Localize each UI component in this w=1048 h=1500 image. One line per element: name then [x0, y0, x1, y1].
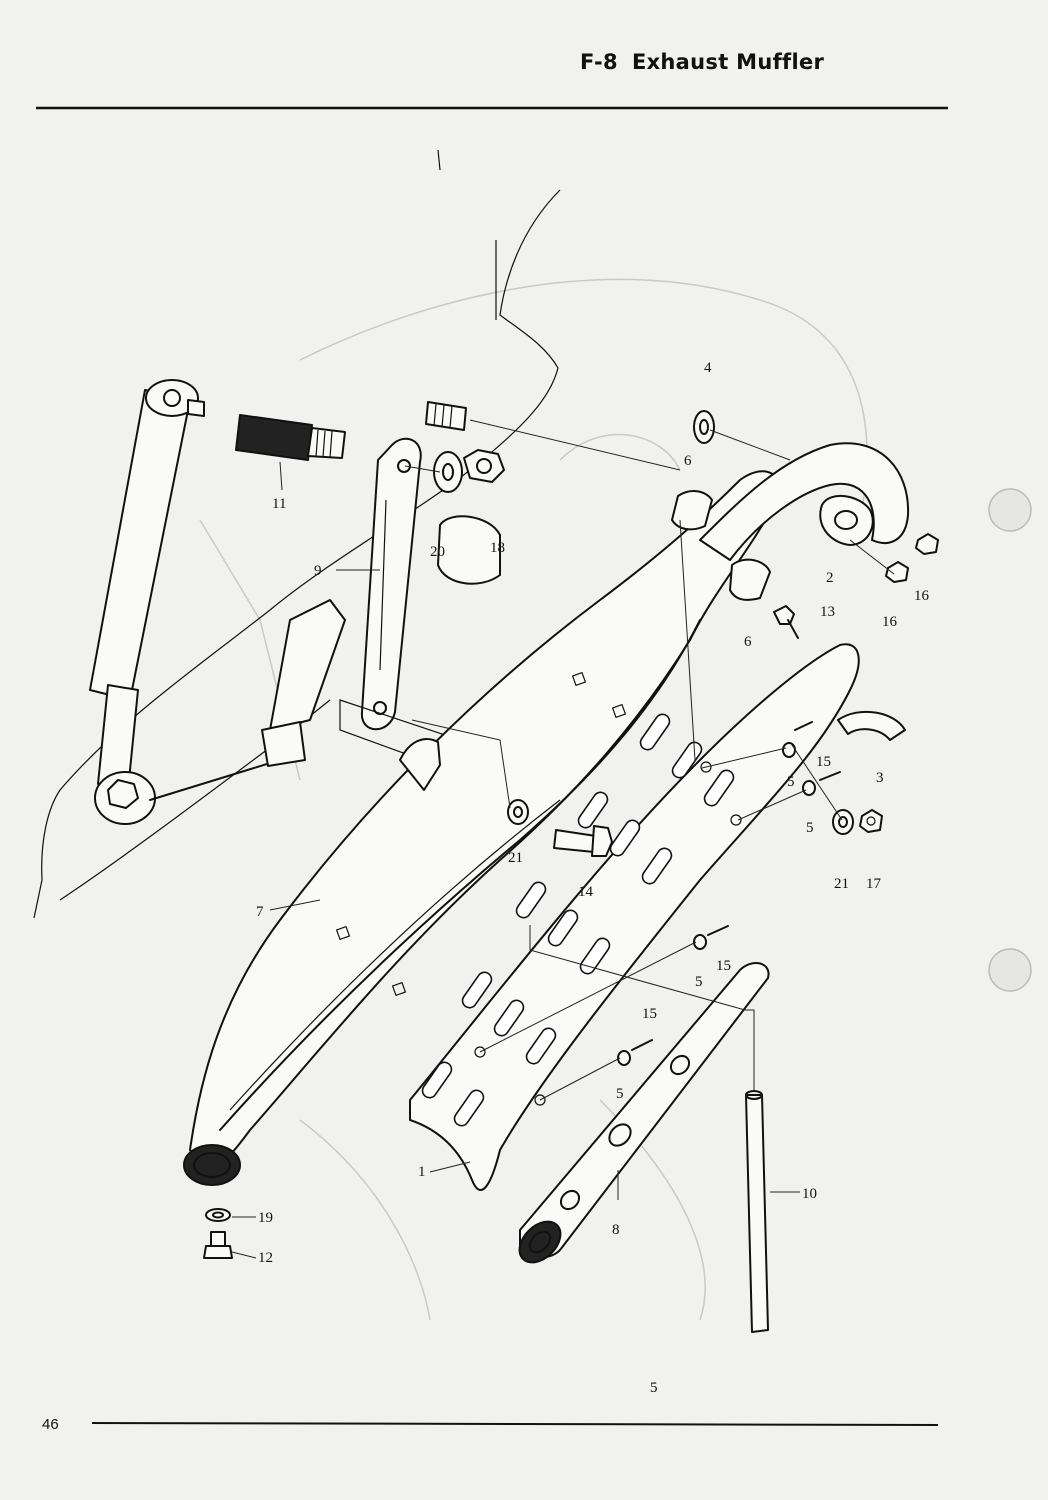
- callout-17: 17: [866, 876, 882, 892]
- callout-18: 18: [490, 540, 505, 556]
- callout-5-a: 5: [787, 774, 795, 790]
- callout-5-b: 5: [806, 820, 814, 836]
- callout-13: 13: [820, 604, 835, 620]
- part-20-washer: [433, 451, 463, 493]
- part-21-washer-left: [507, 799, 529, 825]
- binder-holes: [988, 488, 1032, 992]
- part-8-tail-pipe: [518, 962, 770, 1264]
- section-title: Exhaust Muffler: [631, 50, 825, 74]
- part-16-nuts: [885, 533, 939, 583]
- part-1-heat-shield: [409, 643, 860, 1191]
- callout-2: 2: [826, 570, 834, 586]
- footrest-bracket: [261, 599, 346, 767]
- page-title: F-8 Exhaust Muffler: [580, 50, 824, 74]
- exhaust-pipe: [699, 442, 910, 561]
- section-code: F-8: [580, 50, 618, 74]
- callout-21-b: 21: [834, 876, 849, 892]
- callout-4: 4: [704, 360, 712, 376]
- part-3-clamp: [837, 710, 906, 741]
- callout-16-b: 16: [914, 588, 930, 604]
- callout-11: 11: [272, 496, 286, 512]
- callout-6-a: 6: [684, 453, 692, 469]
- part-19-washer: [205, 1208, 231, 1222]
- footer-rule: [91, 1422, 939, 1426]
- part-12-bolt: [203, 1231, 233, 1259]
- part-14-bolt: [553, 825, 613, 857]
- part-5-washers: [617, 742, 816, 1066]
- part-18-nut: [437, 449, 505, 585]
- callout-7: 7: [256, 904, 264, 920]
- callout-5-c: 5: [695, 974, 703, 990]
- callout-9: 9: [314, 563, 322, 579]
- callout-20: 20: [430, 544, 445, 560]
- part-9-muffler-stay: [339, 437, 506, 791]
- part-17-nut: [859, 809, 883, 833]
- part-13-bolt: [773, 605, 799, 639]
- callout-15-a: 15: [816, 754, 831, 770]
- callout-19: 19: [258, 1210, 273, 1226]
- rear-shock-absorber: [89, 379, 281, 825]
- part-15-screws: [631, 721, 841, 1051]
- part-10-rod: [745, 1090, 769, 1333]
- callout-15-c: 15: [642, 1006, 657, 1022]
- callout-3: 3: [876, 770, 884, 786]
- rear-stud: [425, 401, 467, 431]
- part-21-washer-right: [832, 809, 854, 835]
- callout-21-a: 21: [508, 850, 523, 866]
- callout-12: 12: [258, 1250, 273, 1266]
- part-4-gasket: [693, 410, 715, 444]
- callout-10: 10: [802, 1186, 817, 1202]
- part-11-spacer-bolt: [235, 414, 346, 461]
- callout-8: 8: [612, 1222, 620, 1238]
- callout-14: 14: [578, 884, 594, 900]
- part-6-collar-lower: [729, 558, 771, 601]
- part-2-exhaust-flange: [819, 494, 874, 546]
- callout-1: 1: [418, 1164, 426, 1180]
- callout-6-b: 6: [744, 634, 752, 650]
- callout-15-b: 15: [716, 958, 731, 974]
- leader-lines: [231, 419, 895, 1259]
- frame-outline: [33, 149, 561, 919]
- callout-16-a: 16: [882, 614, 898, 630]
- callout-labels: 1 2 3 4 5 5 5 5 5 6 6 7 8 9 10 11 12 13 …: [256, 360, 930, 1396]
- callout-5-e: 5: [650, 1380, 658, 1396]
- part-6-collar-upper: [671, 490, 713, 531]
- callout-5-d: 5: [616, 1086, 624, 1102]
- page-number: 46: [42, 1416, 59, 1433]
